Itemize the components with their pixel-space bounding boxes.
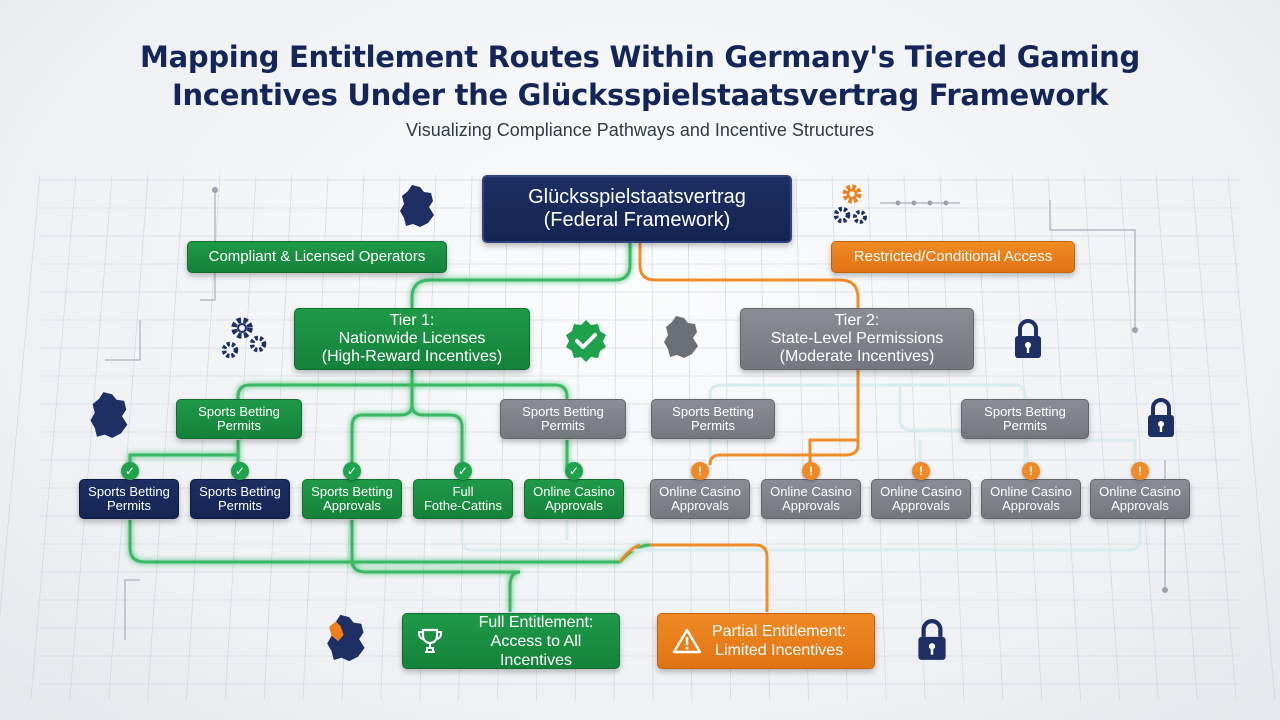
leaf-node-3[interactable]: Sports Betting Approvals [302,479,402,519]
leaf-node-label: Sports Betting Permits [199,484,281,513]
mid-node-2[interactable]: Sports Betting Permits [500,399,626,439]
germany-map-icon [400,185,434,227]
partial-entitlement-label: Partial Entitlement: Limited Incentives [712,623,847,659]
leaf-node-4[interactable]: Full Fothe-Cattins [413,479,513,519]
leaf-node-10[interactable]: Online Casino Approvals [1090,479,1190,519]
mid-node-label: Sports Betting Permits [198,404,280,433]
connectors-orange [618,243,860,612]
tier1-label: Tier 1: Nationwide Licenses (High-Reward… [321,312,503,365]
mid-node-1[interactable]: Sports Betting Permits [176,399,302,439]
grid-line [1191,174,1237,701]
restricted-access-node[interactable]: Restricted/Conditional Access [831,241,1075,273]
warning-badge: ! [912,462,930,480]
tier2-label: Tier 2: State-Level Permissions (Moderat… [770,312,944,365]
grid-line [30,174,77,701]
leaf-node-label: Online Casino Approvals [880,484,962,513]
padlock-icon [1148,398,1174,437]
mid-node-4[interactable]: Sports Betting Permits [961,399,1089,439]
grid-line [69,174,113,701]
leaf-node-label: Sports Betting Approvals [311,484,393,513]
leaf-node-label: Online Casino Approvals [1099,484,1181,513]
partial-entitlement-node[interactable]: Partial Entitlement: Limited Incentives [657,613,875,669]
full-entitlement-node[interactable]: Full Entitlement: Access to All Incentiv… [402,613,620,669]
check-badge: ✓ [454,462,472,480]
check-badge: ✓ [343,462,361,480]
leaf-node-5[interactable]: Online Casino Approvals [524,479,624,519]
grid-line [108,174,149,701]
check-badge: ✓ [121,462,139,480]
mid-node-label: Sports Betting Permits [984,404,1066,433]
germany-map-icon [664,316,698,358]
tier1-node[interactable]: Tier 1: Nationwide Licenses (High-Reward… [294,308,530,370]
warning-badge: ! [691,462,709,480]
leaf-node-label: Full Fothe-Cattins [423,484,503,513]
root-node-glucksspielstaatsvertrag[interactable]: Glücksspielstaatsvertrag (Federal Framew… [482,175,792,243]
grid-line [1227,174,1276,701]
compliant-operators-node[interactable]: Compliant & Licensed Operators [187,241,447,273]
grid-line [1155,174,1198,701]
warning-badge: ! [1022,462,1040,480]
padlock-icon [918,619,946,660]
leaf-node-6[interactable]: Online Casino Approvals [650,479,750,519]
warning-badge: ! [802,462,820,480]
leaf-node-8[interactable]: Online Casino Approvals [871,479,971,519]
grid-line [1083,174,1120,701]
germany-map-icon [327,614,365,662]
page-title: Mapping Entitlement Routes Within German… [140,40,1140,112]
leaf-node-label: Online Casino Approvals [770,484,852,513]
root-node-label: Glücksspielstaatsvertrag (Federal Framew… [528,186,746,231]
trophy-icon [418,628,442,653]
tier2-node[interactable]: Tier 2: State-Level Permissions (Moderat… [740,308,974,370]
check-badge: ✓ [231,462,249,480]
restricted-access-label: Restricted/Conditional Access [853,248,1053,265]
padlock-icon [1015,319,1041,358]
leaf-node-label: Online Casino Approvals [990,484,1072,513]
mid-node-label: Sports Betting Permits [522,404,604,433]
connectors-neutral [460,383,1142,552]
gears-icon [833,184,867,224]
compliant-operators-label: Compliant & Licensed Operators [208,248,426,265]
check-badge-icon [566,320,606,362]
check-badge: ✓ [565,462,583,480]
warning-badge: ! [1131,462,1149,480]
warning-triangle-icon [672,628,702,654]
germany-map-icon [90,392,128,438]
leaf-node-9[interactable]: Online Casino Approvals [981,479,1081,519]
leaf-node-label: Online Casino Approvals [659,484,741,513]
gears-icon [221,317,267,359]
leaf-node-label: Sports Betting Permits [88,484,170,513]
leaf-node-2[interactable]: Sports Betting Permits [190,479,290,519]
mid-node-3[interactable]: Sports Betting Permits [651,399,775,439]
grid-line [0,174,41,617]
mid-node-label: Sports Betting Permits [672,404,754,433]
leaf-node-1[interactable]: Sports Betting Permits [79,479,179,519]
leaf-node-7[interactable]: Online Casino Approvals [761,479,861,519]
grid-line [795,174,809,701]
page-subtitle: Visualizing Compliance Pathways and Ince… [406,120,874,140]
grid-line [1119,174,1159,701]
grid-line [458,174,473,701]
full-entitlement-label: Full Entitlement: Access to All Incentiv… [478,613,594,669]
grid-line [147,174,185,701]
leaf-node-label: Online Casino Approvals [533,484,615,513]
